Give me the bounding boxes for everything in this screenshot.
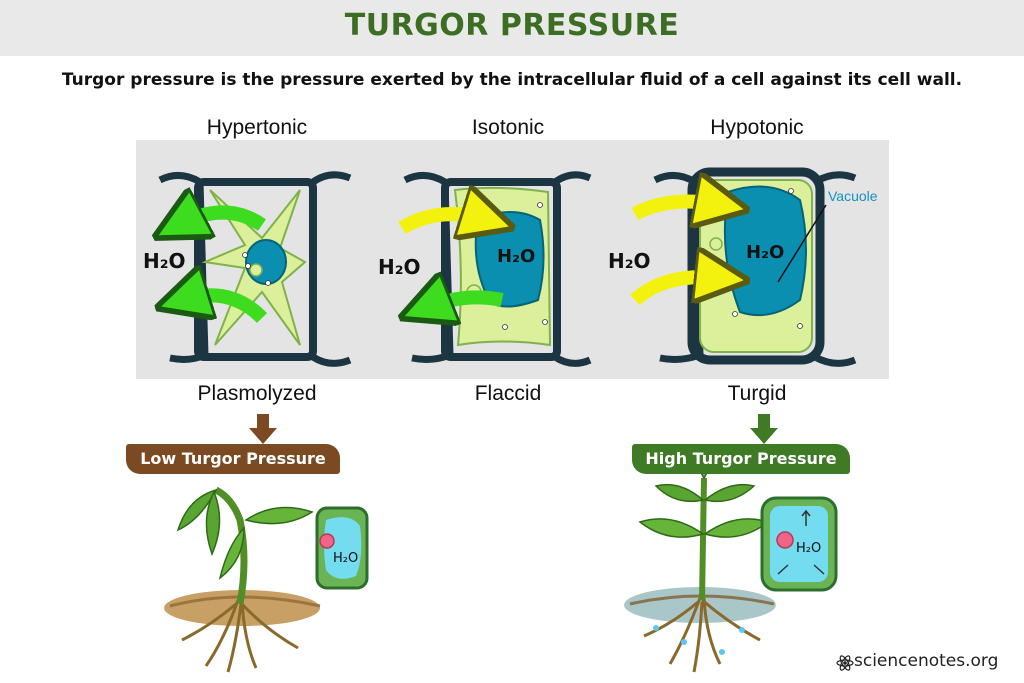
arrow-in-bottom bbox=[630, 277, 722, 300]
water-label-upright: H₂O bbox=[796, 541, 821, 556]
wilted-plant-illustration: H₂O bbox=[164, 486, 369, 673]
water-label-wilted: H₂O bbox=[333, 551, 358, 566]
arrow-out-bottom bbox=[182, 295, 268, 324]
water-label-isotonic-outside: H₂O bbox=[378, 255, 421, 279]
flaccid-cell bbox=[403, 171, 592, 367]
label-plasmolyzed: Plasmolyzed bbox=[197, 382, 317, 405]
low-turgor-banner: Low Turgor Pressure bbox=[126, 444, 340, 474]
arrow-down-high bbox=[750, 414, 778, 444]
vacuole-label: Vacuole bbox=[828, 188, 878, 204]
title-band bbox=[0, 0, 1024, 56]
upright-plant-illustration: H₂O bbox=[624, 454, 838, 673]
arrow-in-top bbox=[631, 202, 722, 214]
high-turgor-banner: High Turgor Pressure bbox=[632, 444, 850, 474]
label-hypertonic: Hypertonic bbox=[206, 116, 308, 139]
atom-icon bbox=[836, 655, 854, 671]
footer-site[interactable]: sciencenotes.org bbox=[836, 651, 998, 671]
label-flaccid: Flaccid bbox=[474, 382, 542, 405]
label-isotonic: Isotonic bbox=[471, 116, 545, 139]
arrow-down-low bbox=[249, 414, 277, 444]
water-label-hypertonic: H₂O bbox=[143, 249, 186, 273]
page-title: TURGOR PRESSURE bbox=[344, 8, 680, 43]
water-label-hypotonic-inside: H₂O bbox=[746, 242, 784, 263]
definition-text: Turgor pressure is the pressure exerted … bbox=[61, 70, 963, 90]
label-turgid: Turgid bbox=[727, 382, 787, 405]
label-hypotonic: Hypotonic bbox=[710, 116, 804, 139]
arrow-out-top bbox=[178, 213, 266, 226]
arrow-out-isotonic bbox=[425, 297, 504, 308]
water-label-hypotonic-outside: H₂O bbox=[608, 249, 651, 273]
arrow-in-isotonic bbox=[398, 214, 488, 228]
footer-site-text: sciencenotes.org bbox=[854, 651, 999, 671]
water-label-isotonic-inside: H₂O bbox=[497, 246, 535, 267]
plasmolyzed-cell bbox=[158, 171, 352, 367]
